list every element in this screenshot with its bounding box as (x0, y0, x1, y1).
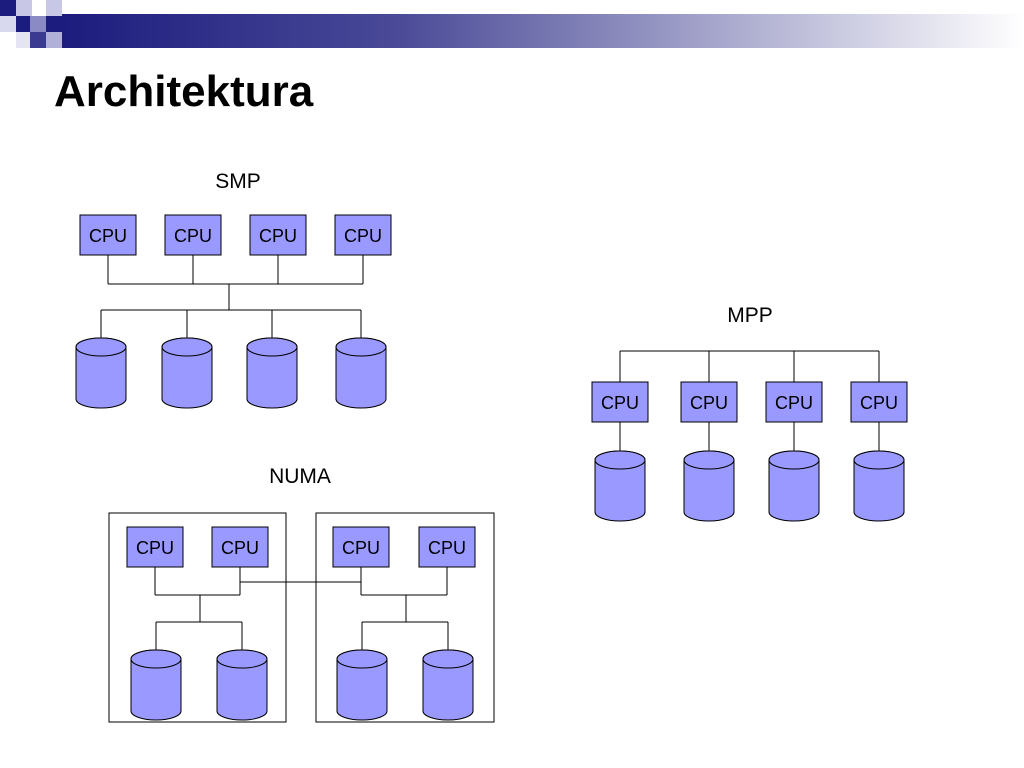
cpu-label: CPU (136, 538, 174, 558)
mpp-label: MPP (727, 304, 773, 327)
cpu-node: CPU (591, 381, 649, 423)
cpu-box (126, 526, 184, 568)
slide-title: Architektura (54, 67, 314, 116)
cpu-box (249, 214, 307, 256)
cpu-node: CPU (418, 526, 476, 568)
cpu-label: CPU (775, 393, 813, 413)
numa-node-frame (315, 512, 495, 723)
smp-diagram: SMP CPU CPU CPU CPU (75, 170, 392, 409)
database-cylinder-icon (335, 337, 387, 409)
cpu-box (591, 381, 649, 423)
database-cylinder-icon (683, 450, 735, 522)
database-cylinder-icon (594, 450, 646, 522)
cpu-box (680, 381, 738, 423)
cpu-node: CPU (765, 381, 823, 423)
database-cylinder-icon (161, 337, 213, 409)
cpu-node: CPU (211, 526, 269, 568)
cpu-label: CPU (344, 226, 382, 246)
database-cylinder-icon (216, 649, 268, 721)
numa-node-frame (108, 512, 287, 723)
cpu-label: CPU (259, 226, 297, 246)
cpu-node: CPU (334, 214, 392, 256)
cpu-label: CPU (174, 226, 212, 246)
cpu-label: CPU (428, 538, 466, 558)
checkered-squares-icon (0, 0, 62, 48)
cpu-box (418, 526, 476, 568)
cpu-box (765, 381, 823, 423)
cpu-node: CPU (680, 381, 738, 423)
cpu-box (164, 214, 222, 256)
numa-diagram: NUMA CPU CPU CPU CPU (108, 465, 495, 723)
cpu-label: CPU (690, 393, 728, 413)
database-cylinder-icon (130, 649, 182, 721)
cpu-label: CPU (342, 538, 380, 558)
cpu-node: CPU (79, 214, 137, 256)
database-cylinder-icon (853, 450, 905, 522)
cpu-box (334, 214, 392, 256)
cpu-label: CPU (221, 538, 259, 558)
numa-label: NUMA (269, 465, 331, 488)
cpu-node: CPU (850, 381, 908, 423)
database-cylinder-icon (75, 337, 127, 409)
cpu-label: CPU (89, 226, 127, 246)
cpu-box (850, 381, 908, 423)
cpu-node: CPU (332, 526, 390, 568)
smp-label: SMP (215, 170, 261, 193)
mpp-diagram: MPP CPU CPU CPU CPU (591, 304, 908, 522)
database-cylinder-icon (422, 649, 474, 721)
cpu-node: CPU (126, 526, 184, 568)
database-cylinder-icon (336, 649, 388, 721)
cpu-node: CPU (249, 214, 307, 256)
cpu-node: CPU (164, 214, 222, 256)
database-cylinder-icon (246, 337, 298, 409)
slide-header-bar (0, 0, 1024, 48)
cpu-box (332, 526, 390, 568)
database-cylinder-icon (768, 450, 820, 522)
cpu-box (79, 214, 137, 256)
cpu-box (211, 526, 269, 568)
cpu-label: CPU (601, 393, 639, 413)
cpu-label: CPU (860, 393, 898, 413)
